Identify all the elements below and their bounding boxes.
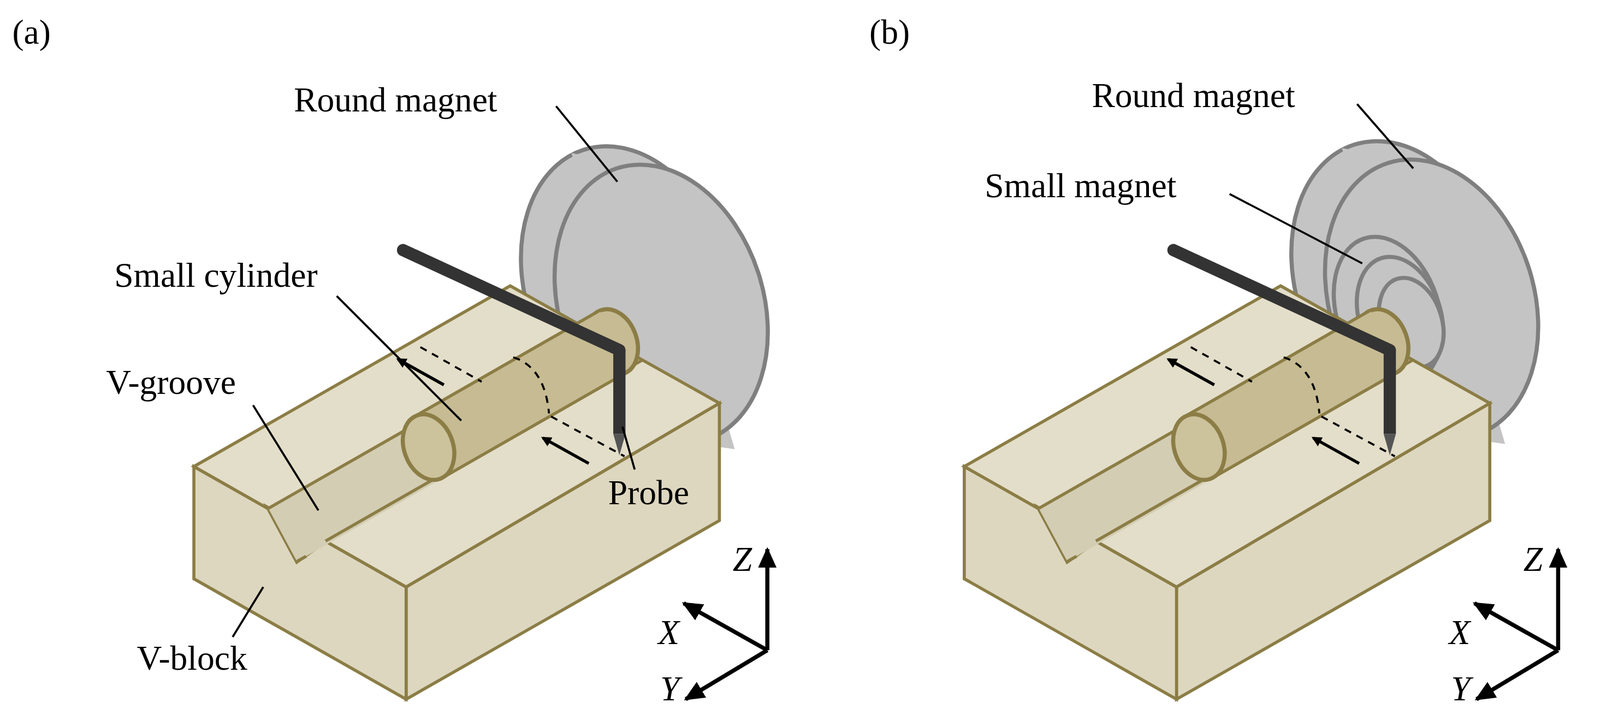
panel-label: (b) <box>869 12 910 52</box>
part-label: V-groove <box>105 362 236 402</box>
panel-label: (a) <box>12 12 51 52</box>
measurement-setup <box>964 250 1490 699</box>
part-label: V-block <box>136 637 247 678</box>
part-label: Round magnet <box>1091 75 1295 116</box>
axis-label: X <box>1448 612 1471 653</box>
axis-label: X <box>658 612 680 653</box>
axis-label: Y <box>1450 668 1471 709</box>
part-label: Small cylinder <box>114 255 318 295</box>
measurement-setup <box>193 250 720 699</box>
axis-label: Z <box>1523 538 1543 579</box>
part-label: Small magnet <box>984 165 1177 206</box>
axis-triad <box>683 548 1558 699</box>
part-label: Round magnet <box>293 79 497 120</box>
axis-label: Z <box>732 538 752 579</box>
part-label: Probe <box>608 472 690 513</box>
axis-label: Y <box>660 668 680 709</box>
leader-lines <box>232 104 1414 637</box>
